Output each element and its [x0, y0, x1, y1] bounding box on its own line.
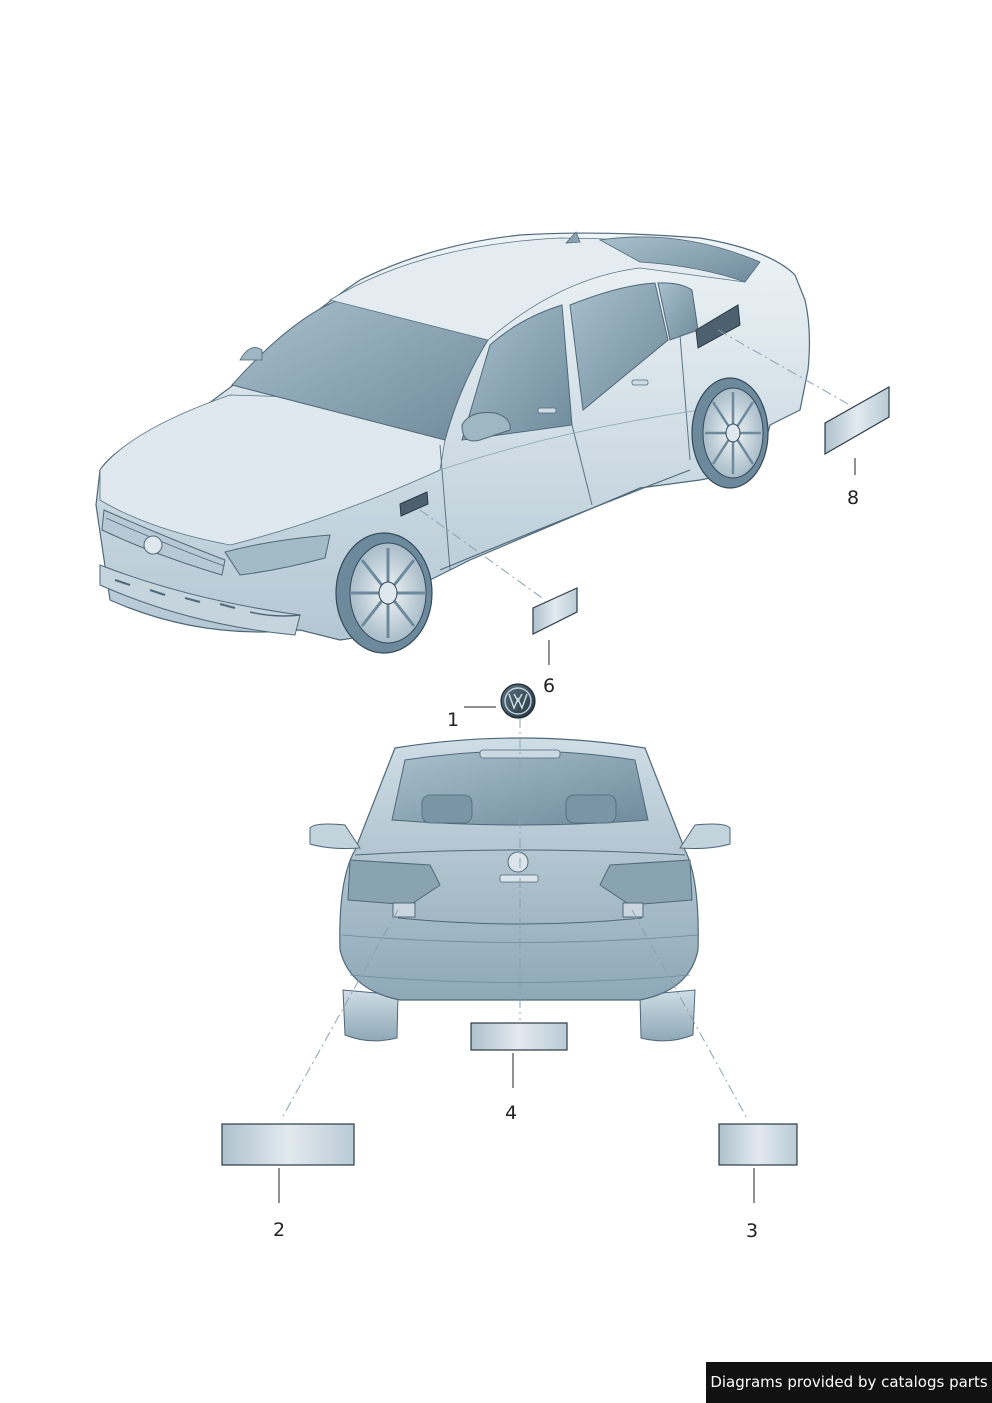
car-rear-door-window [569, 282, 669, 411]
rear-right-taillight [599, 859, 693, 906]
rear-right-tire [639, 989, 696, 1042]
car-windshield [231, 299, 489, 441]
decal-6-on-car [399, 491, 429, 517]
callout-3: 3 [745, 1220, 759, 1242]
callout-1: 1 [446, 709, 460, 731]
car-front-door-window [461, 304, 573, 441]
rear-right-mirror [679, 823, 731, 849]
rear-left-taillight [347, 859, 441, 906]
part-8-decal [824, 385, 890, 456]
rear-left-tire [342, 989, 399, 1042]
car-hood [99, 394, 446, 546]
rear-wheel [691, 377, 769, 489]
part-1-vw-badge [500, 683, 536, 719]
car-headlight [224, 534, 331, 576]
rear-vw-logo-icon [507, 851, 529, 873]
rear-right-label-spot [622, 902, 644, 918]
callout-8: 8 [846, 487, 860, 509]
credit-banner: Diagrams provided by catalogs parts [706, 1362, 992, 1403]
part-6-decal [532, 587, 578, 635]
car-side-view [95, 231, 811, 654]
callout-2: 2 [272, 1219, 286, 1241]
car-mirror [461, 412, 511, 442]
vw-logo-icon [508, 693, 528, 710]
callout-4: 4 [504, 1102, 518, 1124]
front-wheel [335, 532, 433, 654]
callout-6: 6 [542, 675, 556, 697]
front-vw-logo-icon [143, 535, 163, 555]
car-rear-window [598, 236, 761, 283]
rear-left-label-spot [392, 902, 416, 918]
part-2-label [221, 1123, 355, 1166]
car-quarter-window [657, 282, 699, 341]
part-4-label [470, 1022, 568, 1051]
part-3-label [718, 1123, 798, 1166]
rear-left-mirror [309, 823, 361, 849]
decal-8-on-car [695, 304, 741, 349]
